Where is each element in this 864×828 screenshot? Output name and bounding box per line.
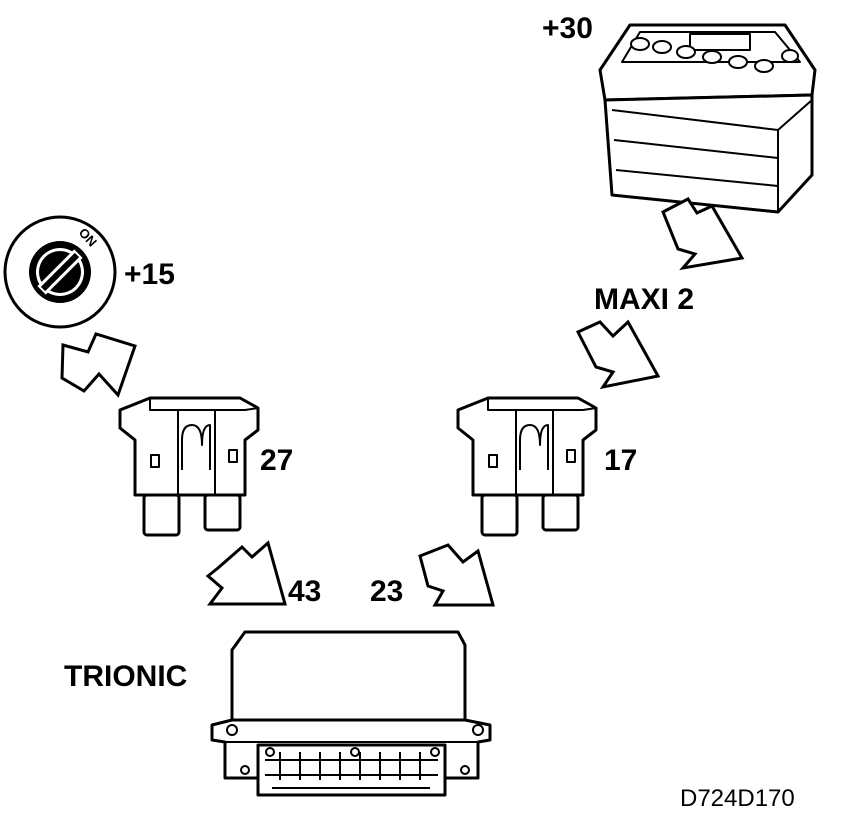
drawing-code: D724D170: [680, 785, 795, 812]
maxi-fuse-label: MAXI 2: [594, 283, 694, 316]
pin-23-label: 23: [370, 575, 403, 608]
ignition-terminal-label: +15: [124, 258, 175, 291]
fuse-27-icon: [118, 396, 260, 537]
arrow-battery-to-maxi: [661, 197, 745, 271]
fuse-27-label: 27: [260, 444, 293, 477]
arrow-fuse-27-to-ecu: [205, 540, 287, 606]
battery-icon: [598, 23, 817, 214]
arrow-fuse-17-to-ecu: [418, 543, 495, 607]
trionic-ecu-icon: [210, 630, 492, 797]
arrow-ignition-to-fuse-27: [60, 332, 137, 398]
pin-43-label: 43: [288, 575, 321, 608]
fuse-17-icon: [456, 396, 598, 537]
ignition-switch-icon: [3, 215, 117, 329]
battery-terminal-label: +30: [542, 12, 593, 45]
ecu-label: TRIONIC: [64, 660, 187, 693]
fuse-17-label: 17: [604, 444, 637, 477]
arrow-maxi-to-fuse-17: [575, 319, 661, 390]
